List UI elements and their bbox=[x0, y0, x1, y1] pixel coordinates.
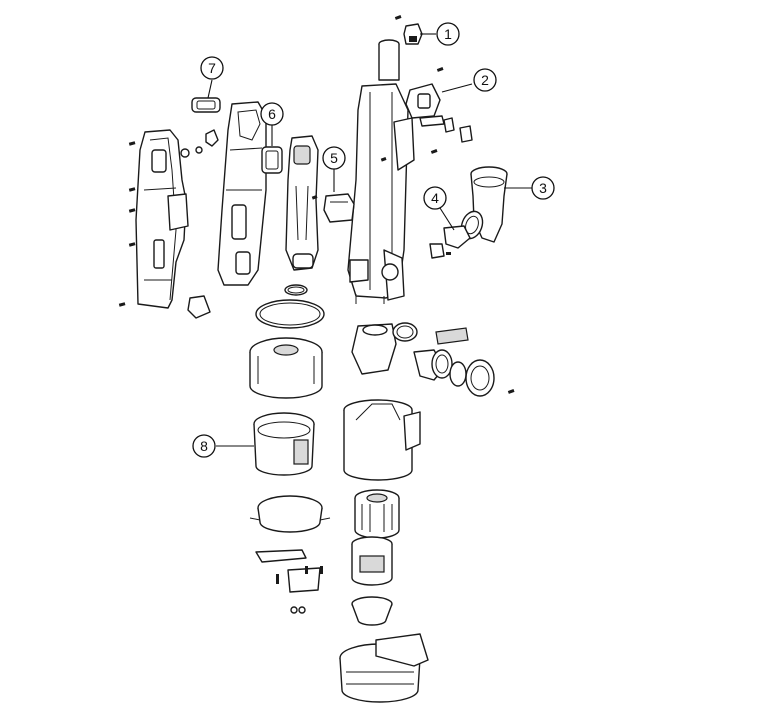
callout-5: 5 bbox=[322, 146, 346, 170]
main-wand-tube bbox=[347, 39, 415, 304]
motor-core bbox=[351, 536, 393, 586]
dust-bin bbox=[343, 399, 421, 481]
svg-text:3: 3 bbox=[539, 180, 547, 196]
callout-7: 7 bbox=[200, 56, 224, 80]
gasket-part-6 bbox=[261, 146, 283, 174]
svg-text:7: 7 bbox=[208, 60, 216, 76]
seal-part-7 bbox=[191, 97, 221, 113]
screws-left bbox=[118, 129, 219, 307]
clip-part-1 bbox=[403, 23, 423, 45]
handle-rear-panel bbox=[135, 129, 211, 319]
svg-text:2: 2 bbox=[481, 72, 489, 88]
bin-holder-ring bbox=[249, 495, 331, 533]
svg-text:4: 4 bbox=[431, 190, 439, 206]
handle-middle-frame bbox=[217, 101, 267, 286]
latch-assembly bbox=[255, 549, 323, 614]
callout-3: 3 bbox=[531, 176, 555, 200]
filter-strip bbox=[435, 327, 469, 345]
coupling-part-4 bbox=[429, 225, 471, 259]
seal-ring-large bbox=[255, 299, 325, 329]
small-parts-top bbox=[311, 15, 515, 394]
clip-part-5 bbox=[323, 193, 355, 223]
callout-6: 6 bbox=[260, 102, 284, 126]
svg-text:5: 5 bbox=[330, 150, 338, 166]
callout-4: 4 bbox=[423, 186, 447, 210]
svg-text:1: 1 bbox=[444, 26, 452, 42]
svg-text:8: 8 bbox=[200, 438, 208, 454]
handle-grip bbox=[285, 135, 319, 271]
filter-part-8 bbox=[253, 412, 315, 476]
cyclone-head bbox=[351, 322, 418, 375]
svg-text:6: 6 bbox=[268, 106, 276, 122]
callout-1: 1 bbox=[436, 22, 460, 46]
motor-base-cup bbox=[351, 596, 393, 626]
leader-lines bbox=[207, 33, 532, 447]
motor-housing bbox=[354, 489, 400, 539]
seal-ring-small bbox=[284, 284, 308, 296]
bracket-part-2 bbox=[405, 83, 473, 143]
callout-8: 8 bbox=[192, 434, 216, 458]
valve-and-caps bbox=[413, 349, 495, 397]
callout-2: 2 bbox=[473, 68, 497, 92]
base-housing bbox=[339, 633, 429, 703]
motor-cap bbox=[249, 337, 323, 399]
